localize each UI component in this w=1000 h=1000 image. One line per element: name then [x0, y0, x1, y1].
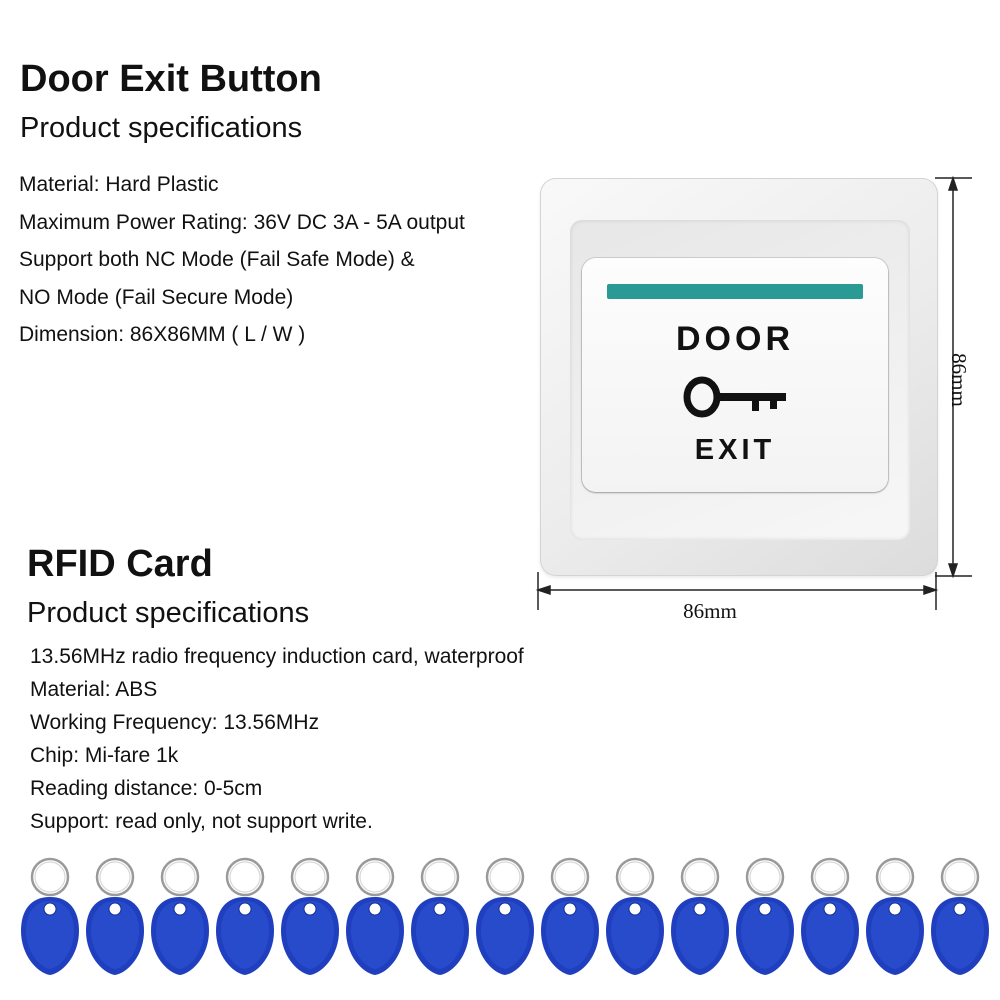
keyfob-icon — [801, 857, 859, 975]
rfid-card-subtitle: Product specifications — [27, 597, 310, 629]
switch-exit-label: EXIT — [694, 434, 776, 466]
spec-material: Material: Hard Plastic — [19, 173, 219, 196]
keyfob-icon — [86, 857, 144, 975]
keyfob-icon — [21, 857, 79, 975]
height-dimension-label: 86mm — [947, 353, 971, 407]
spec-material: Material: ABS — [30, 678, 158, 701]
spec-working-frequency: Working Frequency: 13.56MHz — [30, 711, 320, 734]
spec-power-rating: Maximum Power Rating: 36V DC 3A - 5A out… — [19, 210, 465, 234]
spec-support: Support: read only, not support write. — [30, 810, 373, 833]
spec-nc-mode: Support both NC Mode (Fail Safe Mode) & — [19, 248, 415, 271]
spec-no-mode: NO Mode (Fail Secure Mode) — [19, 285, 294, 309]
door-exit-subtitle: Product specifications — [20, 112, 303, 144]
spec-dimension: Dimension: 86X86MM ( L / W ) — [19, 323, 306, 346]
keyfob-row — [0, 855, 1000, 990]
keyfob-icon — [476, 857, 534, 975]
switch-door-label: DOOR — [676, 320, 794, 358]
keyfob-icon — [606, 857, 664, 975]
width-dimension-label: 86mm — [683, 599, 737, 623]
door-exit-title: Door Exit Button — [20, 58, 322, 100]
keyfob-icon — [671, 857, 729, 975]
keyfob-icon — [151, 857, 209, 975]
keyfob-icon — [216, 857, 274, 975]
rfid-card-title: RFID Card — [27, 543, 213, 585]
key-icon — [683, 376, 786, 418]
indicator-strip — [607, 284, 863, 299]
keyfob-icon — [281, 857, 339, 975]
spec-frequency-card: 13.56MHz radio frequency induction card,… — [30, 645, 524, 668]
keyfob-icon — [411, 857, 469, 975]
spec-reading-distance: Reading distance: 0-5cm — [30, 777, 263, 800]
keyfob-icon — [736, 857, 794, 975]
spec-chip: Chip: Mi-fare 1k — [30, 744, 179, 767]
door-exit-spec-list: Material: Hard Plastic Maximum Power Rat… — [19, 166, 465, 354]
keyfob-icon — [346, 857, 404, 975]
keyfob-icon — [931, 857, 989, 975]
rfid-spec-list: 13.56MHz radio frequency induction card,… — [30, 640, 524, 838]
keyfob-icon — [866, 857, 924, 975]
keyfob-icon — [541, 857, 599, 975]
